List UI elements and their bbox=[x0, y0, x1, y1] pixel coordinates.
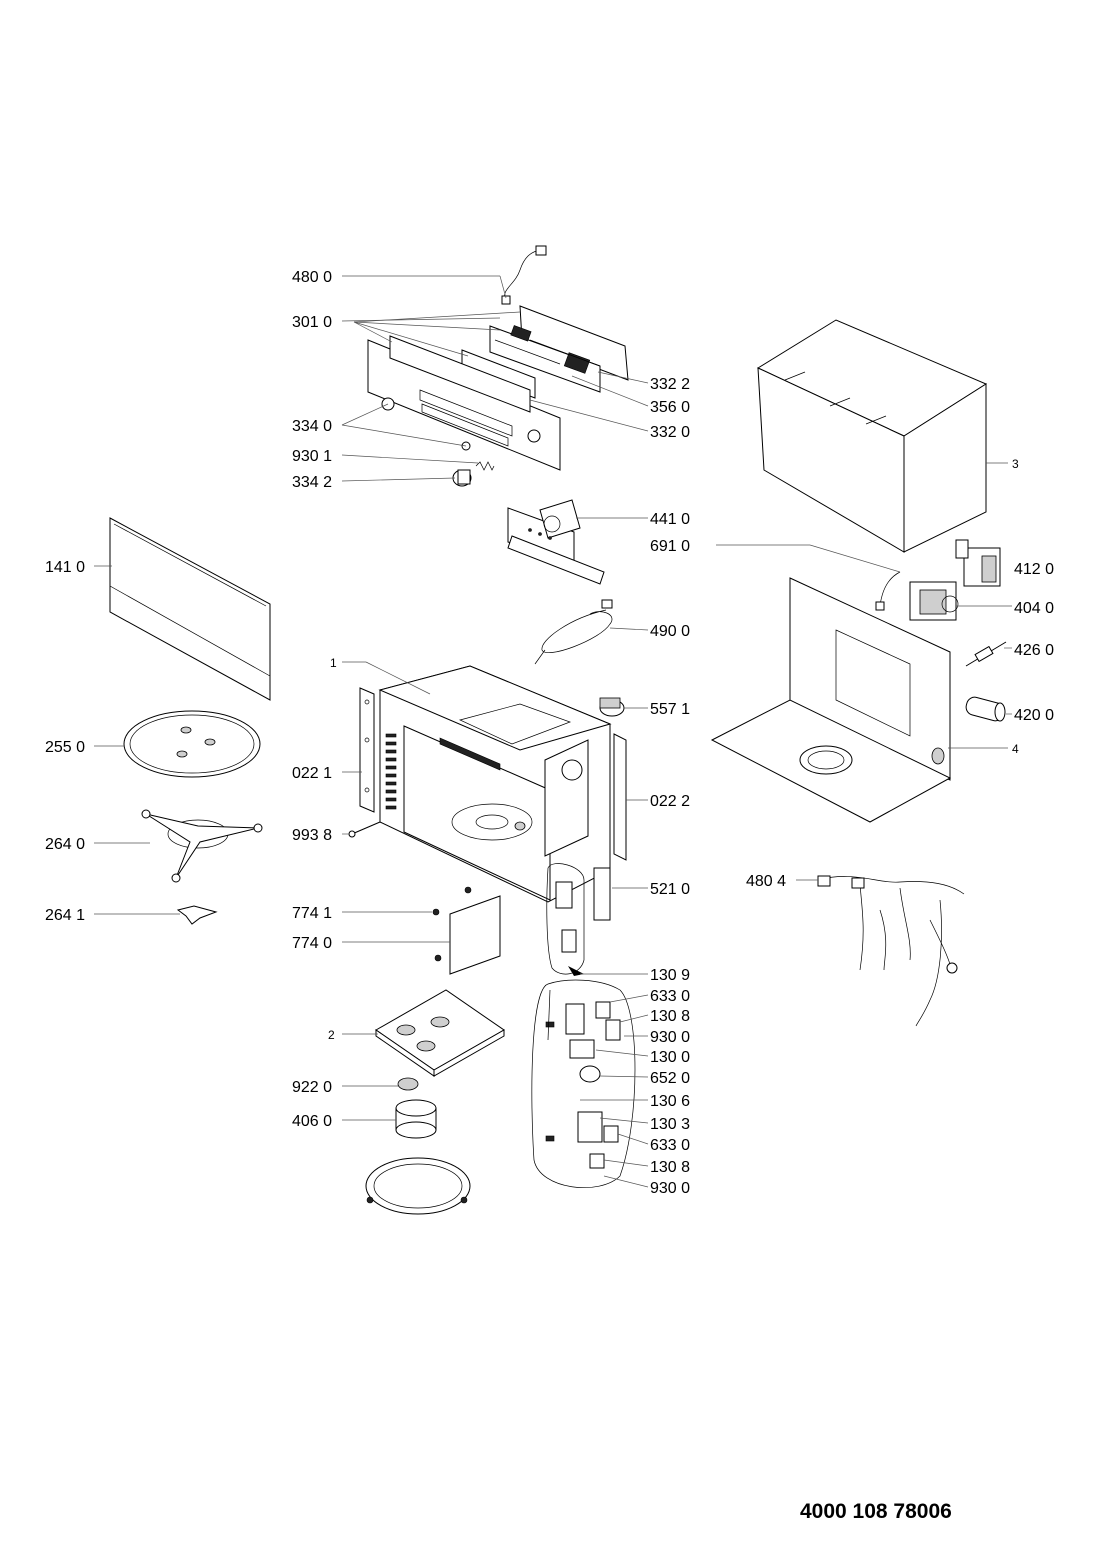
callout-264-0: 264 0 bbox=[45, 836, 85, 853]
callout-255-0: 255 0 bbox=[45, 739, 85, 756]
callout-130-8-b: 130 8 bbox=[650, 1159, 690, 1176]
callout-130-6: 130 6 bbox=[650, 1093, 690, 1110]
callout-930-0-a: 930 0 bbox=[650, 1029, 690, 1046]
base-chassis-4 bbox=[710, 577, 952, 823]
callout-480-4: 480 4 bbox=[746, 873, 786, 890]
callout-4: 4 bbox=[1012, 742, 1019, 756]
callout-264-1: 264 1 bbox=[45, 907, 85, 924]
door-switch-assembly-521-0 bbox=[546, 863, 611, 976]
callout-356-0: 356 0 bbox=[650, 399, 690, 416]
callout-922-0: 922 0 bbox=[292, 1079, 332, 1096]
callout-404-0: 404 0 bbox=[1014, 600, 1054, 617]
transformer-412-0 bbox=[955, 539, 1001, 587]
callout-691-0: 691 0 bbox=[650, 538, 690, 555]
callout-130-3: 130 3 bbox=[650, 1116, 690, 1133]
knob-and-spring bbox=[452, 461, 495, 487]
callout-557-1: 557 1 bbox=[650, 701, 690, 718]
callout-930-1: 930 1 bbox=[292, 448, 332, 465]
callout-labels: 480 0 301 0 332 2 356 0 332 0 334 0 930 … bbox=[45, 269, 1054, 1197]
oven-cavity-assembly bbox=[378, 665, 612, 903]
power-cord-490-0 bbox=[534, 599, 613, 665]
callout-130-9: 130 9 bbox=[650, 967, 690, 984]
callout-332-2: 332 2 bbox=[650, 376, 690, 393]
callout-332-0: 332 0 bbox=[650, 424, 690, 441]
magnetron-404-0 bbox=[909, 581, 959, 621]
callout-406-0: 406 0 bbox=[292, 1113, 332, 1130]
outer-casing-3 bbox=[756, 319, 988, 553]
callout-2: 2 bbox=[328, 1028, 335, 1042]
callout-441-0: 441 0 bbox=[650, 511, 690, 528]
callout-993-8: 993 8 bbox=[292, 827, 332, 844]
wiring-harness-480-4 bbox=[817, 875, 965, 1027]
callout-412-0: 412 0 bbox=[1014, 561, 1054, 578]
callout-490-0: 490 0 bbox=[650, 623, 690, 640]
callout-930-0-b: 930 0 bbox=[650, 1180, 690, 1197]
switch-breakdown-detail bbox=[531, 979, 636, 1188]
callout-480-0: 480 0 bbox=[292, 269, 332, 286]
callout-301-0: 301 0 bbox=[292, 314, 332, 331]
callout-420-0: 420 0 bbox=[1014, 707, 1054, 724]
thermostat-557-1 bbox=[599, 697, 625, 717]
callout-1: 1 bbox=[330, 656, 337, 670]
callout-022-1: 022 1 bbox=[292, 765, 332, 782]
turntable-motor-406-0 bbox=[395, 1099, 437, 1139]
leader-lines bbox=[94, 275, 1012, 1188]
wire-harness-480-0 bbox=[501, 245, 547, 305]
motor-cover-ring bbox=[365, 1157, 471, 1215]
callout-022-2: 022 2 bbox=[650, 793, 690, 810]
callout-426-0: 426 0 bbox=[1014, 642, 1054, 659]
side-bracket-left-022-1 bbox=[359, 687, 375, 813]
wire-691-0 bbox=[875, 571, 901, 611]
door-mechanism-441-0 bbox=[507, 499, 605, 585]
turntable-glass-255-0 bbox=[123, 710, 261, 778]
capacitor-420-0 bbox=[965, 696, 1006, 722]
side-bracket-right-022-2 bbox=[613, 733, 627, 861]
document-number: 4000 108 78006 bbox=[800, 1500, 952, 1523]
fuse-426-0 bbox=[965, 641, 1007, 667]
screw-993-8 bbox=[348, 821, 381, 838]
washer-922-0 bbox=[397, 1077, 419, 1091]
base-plate-2 bbox=[375, 989, 505, 1077]
control-panel-front bbox=[367, 335, 561, 471]
callout-633-0-a: 633 0 bbox=[650, 988, 690, 1005]
callout-130-8-a: 130 8 bbox=[650, 1008, 690, 1025]
callout-521-0: 521 0 bbox=[650, 881, 690, 898]
coupler-264-1 bbox=[176, 905, 218, 925]
callout-633-0-b: 633 0 bbox=[650, 1137, 690, 1154]
cover-plate-774 bbox=[432, 886, 501, 975]
callout-774-1: 774 1 bbox=[292, 905, 332, 922]
callout-774-0: 774 0 bbox=[292, 935, 332, 952]
callout-652-0: 652 0 bbox=[650, 1070, 690, 1087]
door-glass-141-0 bbox=[109, 517, 271, 701]
roller-ring-264-0 bbox=[141, 809, 263, 883]
callout-141-0: 141 0 bbox=[45, 559, 85, 576]
callout-130-0: 130 0 bbox=[650, 1049, 690, 1066]
callout-3: 3 bbox=[1012, 457, 1019, 471]
callout-334-0: 334 0 bbox=[292, 418, 332, 435]
callout-334-2: 334 2 bbox=[292, 474, 332, 491]
